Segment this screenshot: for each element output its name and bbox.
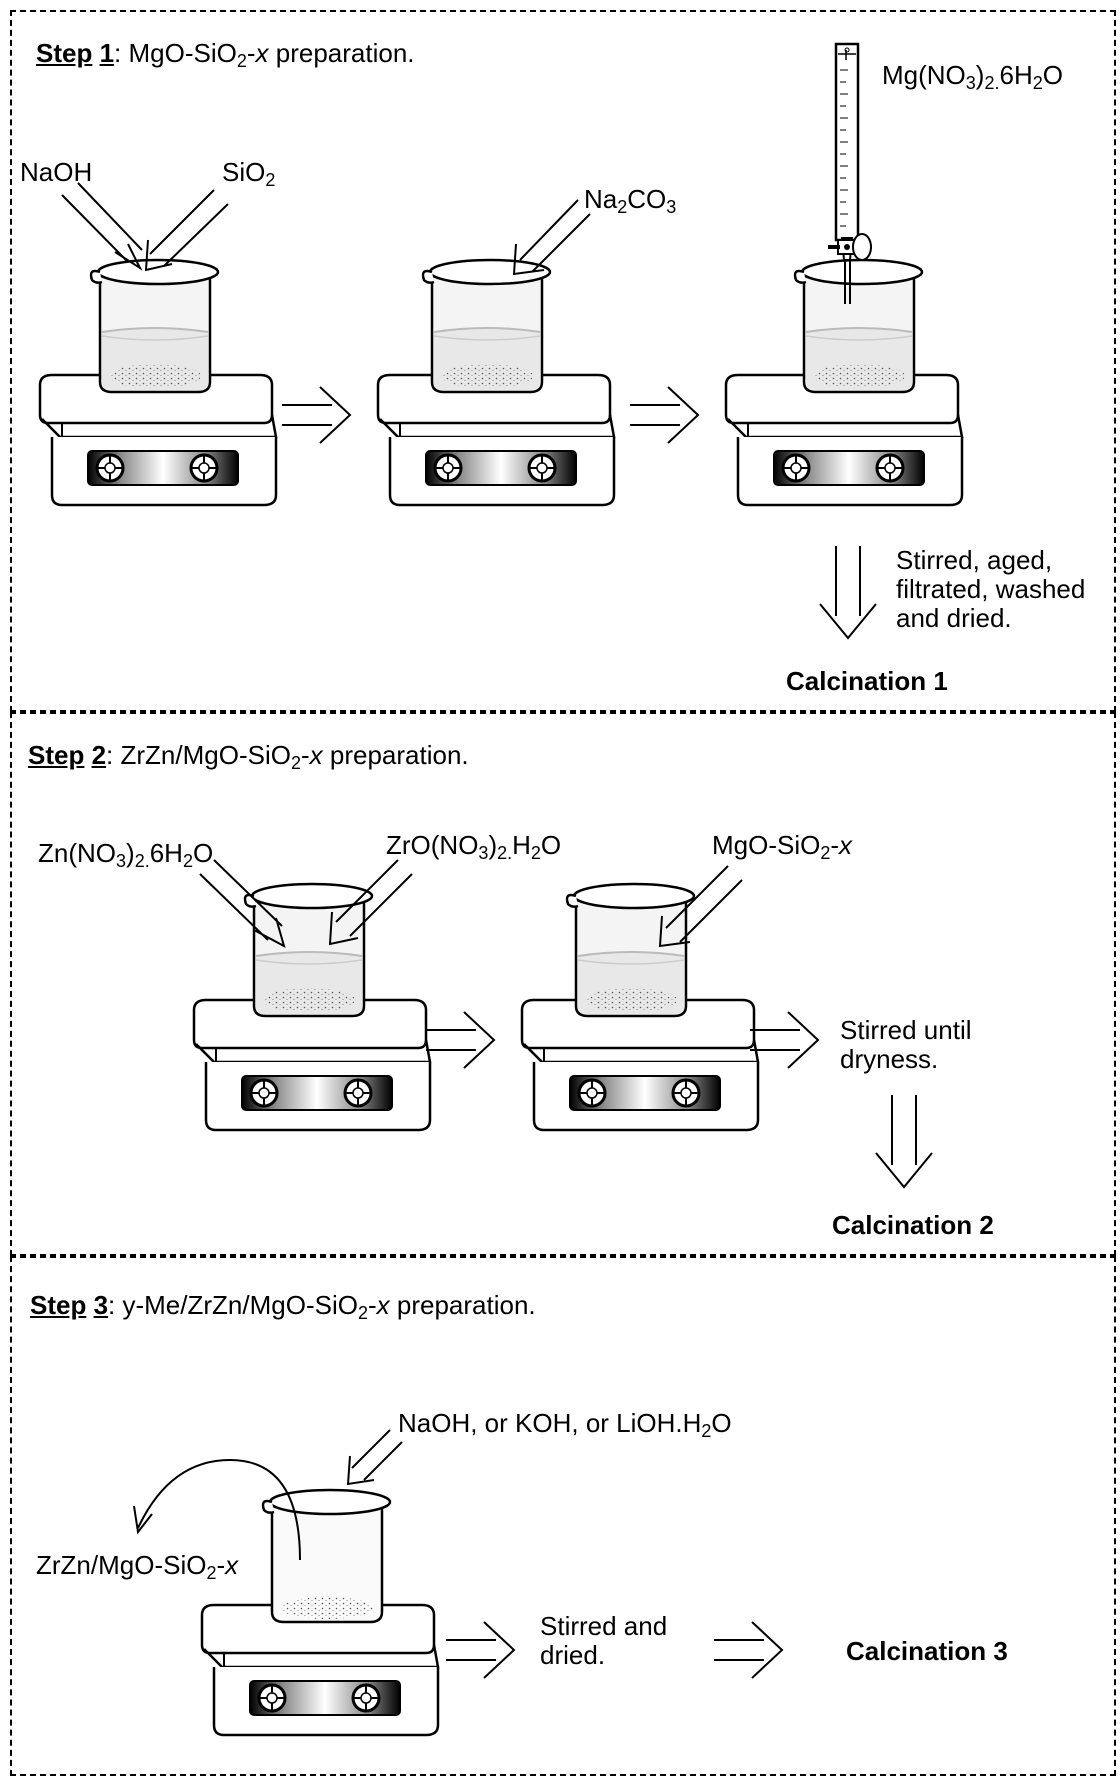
step1-title-var: x [255, 38, 269, 68]
step1-title-end: preparation. [268, 38, 415, 68]
step1-panel [10, 10, 1116, 712]
mgno3-c: 6H [999, 60, 1033, 90]
mgno3-sub1: 3 [965, 73, 976, 93]
step1-setup-2 [376, 199, 616, 507]
support-sub: 2 [206, 1563, 217, 1583]
zr-sub3: 2 [530, 843, 541, 863]
step3-setup [133, 1429, 440, 1737]
step2-title: Step 2: ZrZn/MgO-SiO2-x preparation. [28, 740, 469, 773]
zn-b: ) [126, 838, 135, 868]
mgno3-d: O [1042, 60, 1063, 90]
step1-title-text: : MgO-SiO [114, 38, 237, 68]
step2-panel [10, 712, 1116, 1256]
zn-sub2: 2. [134, 851, 150, 871]
mgo-a: MgO-SiO [712, 830, 821, 860]
step1-flow-arrow-1 [281, 386, 351, 444]
step2-process-note: Stirred until dryness. [840, 1015, 972, 1074]
na2co3-sub2: 3 [666, 197, 677, 217]
label-na2co3: Na2CO3 [584, 184, 677, 217]
step3-process-note: Stirred and dried. [540, 1611, 668, 1670]
mgo-sub: 2 [820, 843, 831, 863]
mgno3-sub2: 2. [984, 73, 1000, 93]
burette-icon [828, 42, 872, 304]
step2-title-end: preparation. [322, 740, 469, 770]
step2-down-arrow [875, 1094, 933, 1188]
mgno3-sub3: 2 [1032, 73, 1043, 93]
step1-down-arrow [819, 545, 877, 639]
step1-title-sub: 2 [236, 51, 247, 71]
step1-title: Step 1: MgO-SiO2-x preparation. [36, 38, 415, 71]
label-sio2: SiO2 [222, 157, 276, 190]
base-b: O [711, 1408, 732, 1438]
zn-d: O [192, 838, 214, 868]
sio2-main: SiO [222, 157, 266, 187]
step1-setup-3 [724, 42, 964, 507]
label-mgno3: Mg(NO3)2.6H2O [882, 60, 1063, 93]
zr-b: ) [488, 830, 498, 860]
zr-sub1: 3 [478, 843, 489, 863]
step2-flow-arrow-2 [749, 1011, 819, 1069]
label-support: ZrZn/MgO-SiO2-x [36, 1550, 239, 1583]
step3-flow-arrow-1 [445, 1621, 515, 1679]
step2-title-var: x [309, 740, 323, 770]
label-mgo-sio2: MgO-SiO2-x [712, 830, 853, 863]
step2-title-dash: - [300, 740, 310, 770]
support-dash: - [216, 1550, 226, 1580]
base-sub: 2 [701, 1421, 712, 1441]
label-zn-nitrate: Zn(NO3)2.6H2O [38, 838, 214, 871]
step2-number: 2 [91, 740, 107, 770]
mgno3-a: Mg(NO [882, 60, 966, 90]
step1-flow-arrow-2 [629, 386, 699, 444]
step1-process-note: Stirred, aged, filtrated, washed and dri… [896, 545, 1086, 633]
step3-flow-arrow-2 [713, 1621, 783, 1679]
step2-result: Calcination 2 [832, 1210, 994, 1240]
step3-word: Step [30, 1290, 87, 1320]
mgo-dash: - [830, 830, 840, 860]
step1-result: Calcination 1 [786, 666, 948, 696]
zr-sub2: 2. [497, 843, 513, 863]
zr-a: ZrO(NO [386, 830, 479, 860]
step3-result: Calcination 3 [846, 1636, 1008, 1666]
step1-word: Step [36, 38, 93, 68]
zr-c: H [512, 830, 531, 860]
step3-title-var: x [376, 1290, 390, 1320]
zn-sub3: 2 [182, 851, 193, 871]
step3-number: 3 [93, 1290, 109, 1320]
zn-c: 6H [149, 838, 183, 868]
na2co3-sub1: 2 [617, 197, 628, 217]
step3-title-sub: 2 [357, 1303, 368, 1323]
mgno3-b: ) [975, 60, 985, 90]
step2-flow-arrow-1 [425, 1011, 495, 1069]
step3-title: Step 3: y-Me/ZrZn/MgO-SiO2-x preparation… [30, 1290, 536, 1323]
support-var: x [225, 1550, 239, 1580]
zn-a: Zn(NO [38, 838, 116, 868]
zn-sub1: 3 [116, 851, 127, 871]
step3-title-dash: - [367, 1290, 377, 1320]
step1-setup-1 [38, 182, 278, 507]
step1-title-dash: - [246, 38, 256, 68]
mgo-var: x [839, 830, 853, 860]
label-zr-nitrate: ZrO(NO3)2.H2O [386, 830, 562, 863]
na2co3-b: CO [627, 184, 667, 214]
label-naoh: NaOH [20, 157, 93, 187]
step2-word: Step [28, 740, 85, 770]
base-a: NaOH, or KOH, or LiOH.H [398, 1408, 702, 1438]
step3-title-end: preparation. [389, 1290, 536, 1320]
zr-d: O [540, 830, 562, 860]
na2co3-a: Na [584, 184, 618, 214]
step2-title-text: : ZrZn/MgO-SiO [106, 740, 291, 770]
step3-panel [10, 1256, 1116, 1776]
step3-title-text: : y-Me/ZrZn/MgO-SiO [108, 1290, 358, 1320]
step2-setup-1 [192, 859, 432, 1132]
label-base: NaOH, or KOH, or LiOH.H2O [398, 1408, 732, 1441]
step1-number: 1 [99, 38, 115, 68]
support-a: ZrZn/MgO-SiO [36, 1550, 207, 1580]
sio2-sub: 2 [265, 170, 276, 190]
step2-setup-2 [520, 865, 760, 1132]
step2-title-sub: 2 [290, 753, 301, 773]
